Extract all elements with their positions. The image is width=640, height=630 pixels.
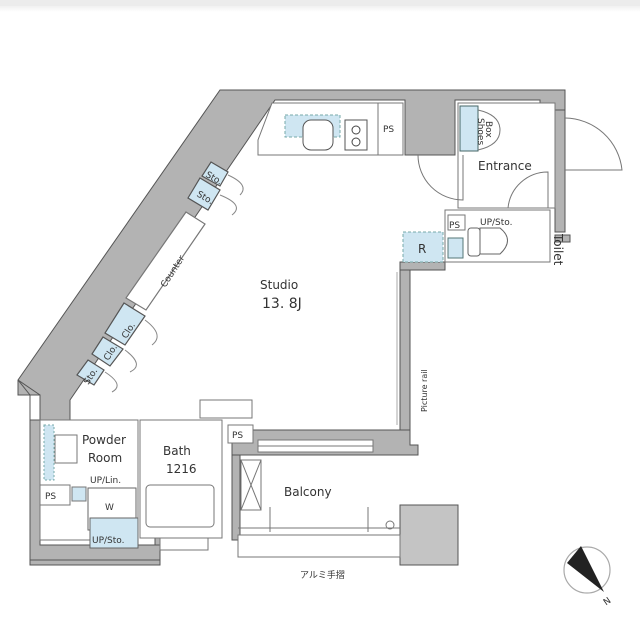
bath-size: 1216 [166, 462, 197, 476]
powder-storage-label: UP/Sto. [92, 536, 125, 546]
powder-linen-label: UP/Lin. [90, 476, 121, 486]
top-bar-shadow [0, 6, 640, 12]
powder-room-label-line2: Room [88, 451, 122, 465]
toilet-room [444, 209, 551, 263]
ps-label-bath: PS [232, 431, 243, 441]
storage-door-swings [104, 174, 244, 393]
powder-room [39, 419, 139, 549]
bath-label: Bath [163, 444, 191, 458]
refrigerator-space [402, 231, 444, 263]
ps-label-toilet: PS [449, 221, 460, 231]
balcony [237, 439, 401, 558]
studio-label: Studio [260, 278, 298, 292]
refrigerator-label: R [418, 242, 426, 256]
bathroom [139, 399, 254, 551]
compass-north-label: N [602, 596, 613, 608]
shoes-box-label-line1: Shoes [475, 118, 485, 145]
balcony-label: Balcony [284, 485, 332, 499]
compass-icon [563, 546, 611, 594]
ps-label-powder: PS [45, 492, 56, 502]
shoes-box-label-line2: Box [483, 121, 493, 138]
picture-rail-label: Picture rail [420, 369, 429, 412]
studio-area: 13. 8J [262, 296, 302, 312]
ps-label-kitchen: PS [383, 125, 394, 135]
toilet-storage-label: UP/Sto. [480, 218, 513, 228]
west-storage-counter [76, 161, 229, 386]
entrance-area [417, 102, 623, 209]
entrance-label: Entrance [478, 159, 532, 173]
washer-label: W [105, 503, 114, 513]
powder-room-label-line1: Powder [82, 433, 126, 447]
toilet-label: Toilet [551, 233, 565, 266]
railing-note: アルミ手摺 [300, 569, 345, 581]
kitchen [257, 102, 404, 156]
